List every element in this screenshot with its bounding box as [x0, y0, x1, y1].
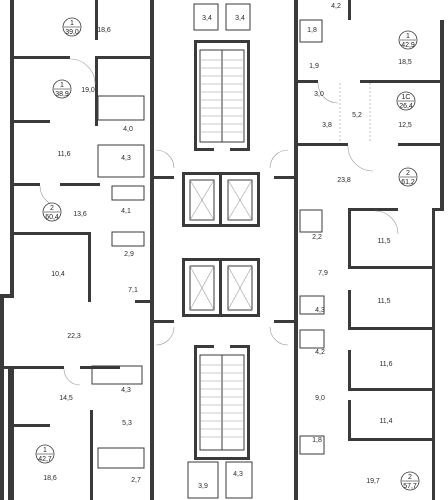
- room-area: 2,7: [131, 477, 141, 484]
- room-area: 1,8: [312, 437, 322, 444]
- svg-text:2: 2: [50, 205, 54, 212]
- room-area: 18,6: [43, 475, 57, 482]
- room-area: 11,5: [377, 238, 390, 245]
- room-area: 1,9: [309, 63, 319, 70]
- room-area: 7,1: [128, 287, 138, 294]
- room-area: 14,5: [59, 395, 73, 402]
- room-area: 3,8: [322, 122, 332, 129]
- room-area: 12,5: [398, 122, 412, 129]
- svg-text:1: 1: [60, 82, 64, 89]
- room-area: 11,4: [379, 418, 392, 425]
- room-area: 5,2: [352, 112, 362, 119]
- apartment-badge: 1 42,9: [398, 30, 418, 50]
- room-area: 4,3: [121, 387, 131, 394]
- svg-text:26,4: 26,4: [399, 103, 413, 110]
- apartment-badge: 1 38,9: [52, 79, 72, 99]
- apartment-badge: 1 39,0: [62, 17, 82, 37]
- svg-text:1: 1: [70, 20, 74, 27]
- room-area: 23,8: [337, 177, 351, 184]
- room-area: 11,5: [377, 298, 390, 305]
- svg-text:42,7: 42,7: [38, 456, 52, 463]
- room-area: 5,3: [122, 420, 132, 427]
- room-area: 11,6: [379, 361, 392, 368]
- room-area: 3,0: [314, 91, 324, 98]
- room-area: 18,5: [398, 59, 412, 66]
- apartment-badges: 1 39,0 1 38,9 2 60,4 1 42,7 1 42,9: [35, 17, 420, 491]
- svg-text:61,2: 61,2: [401, 179, 415, 186]
- room-area: 9,0: [315, 395, 325, 402]
- room-area: 1,8: [307, 27, 317, 34]
- svg-text:1: 1: [406, 33, 410, 40]
- svg-text:39,0: 39,0: [65, 29, 79, 36]
- room-area: 4,3: [233, 471, 243, 478]
- room-area: 4,2: [315, 349, 325, 356]
- room-area: 4,2: [331, 3, 341, 10]
- svg-text:1С: 1С: [402, 94, 411, 101]
- room-areas: 18,6 19,0 4,0 11,6 4,3 13,6 4,1 2,9 10,4…: [43, 3, 412, 490]
- apartment-badge: 2 60,4: [42, 202, 62, 222]
- room-area: 7,9: [318, 270, 328, 277]
- room-area: 4,0: [123, 126, 133, 133]
- room-area: 2,2: [312, 234, 322, 241]
- room-area: 2,9: [124, 251, 134, 258]
- room-area: 3,4: [235, 15, 245, 22]
- apartment-badge: 1 42,7: [35, 444, 55, 464]
- svg-text:2: 2: [406, 170, 410, 177]
- svg-text:2: 2: [408, 474, 412, 481]
- room-area: 22,3: [67, 333, 81, 340]
- room-area: 19,7: [366, 478, 380, 485]
- room-area: 3,9: [198, 483, 208, 490]
- details: [39, 3, 399, 499]
- room-area: 4,3: [121, 155, 131, 162]
- svg-text:57,7: 57,7: [403, 483, 417, 490]
- room-area: 3,4: [202, 15, 212, 22]
- svg-text:38,9: 38,9: [55, 91, 69, 98]
- room-area: 10,4: [51, 271, 65, 278]
- room-area: 4,3: [315, 307, 325, 314]
- apartment-badge: 2 57,7: [400, 471, 420, 491]
- apartment-badge: 1С 26,4: [396, 91, 416, 111]
- room-area: 19,0: [81, 87, 95, 94]
- room-area: 11,6: [57, 151, 70, 158]
- svg-text:42,9: 42,9: [401, 42, 415, 49]
- apartment-badge: 2 61,2: [398, 167, 418, 187]
- room-area: 4,1: [121, 208, 131, 215]
- svg-text:60,4: 60,4: [45, 214, 59, 221]
- room-area: 18,6: [97, 27, 111, 34]
- svg-text:1: 1: [43, 447, 47, 454]
- room-area: 13,6: [73, 211, 87, 218]
